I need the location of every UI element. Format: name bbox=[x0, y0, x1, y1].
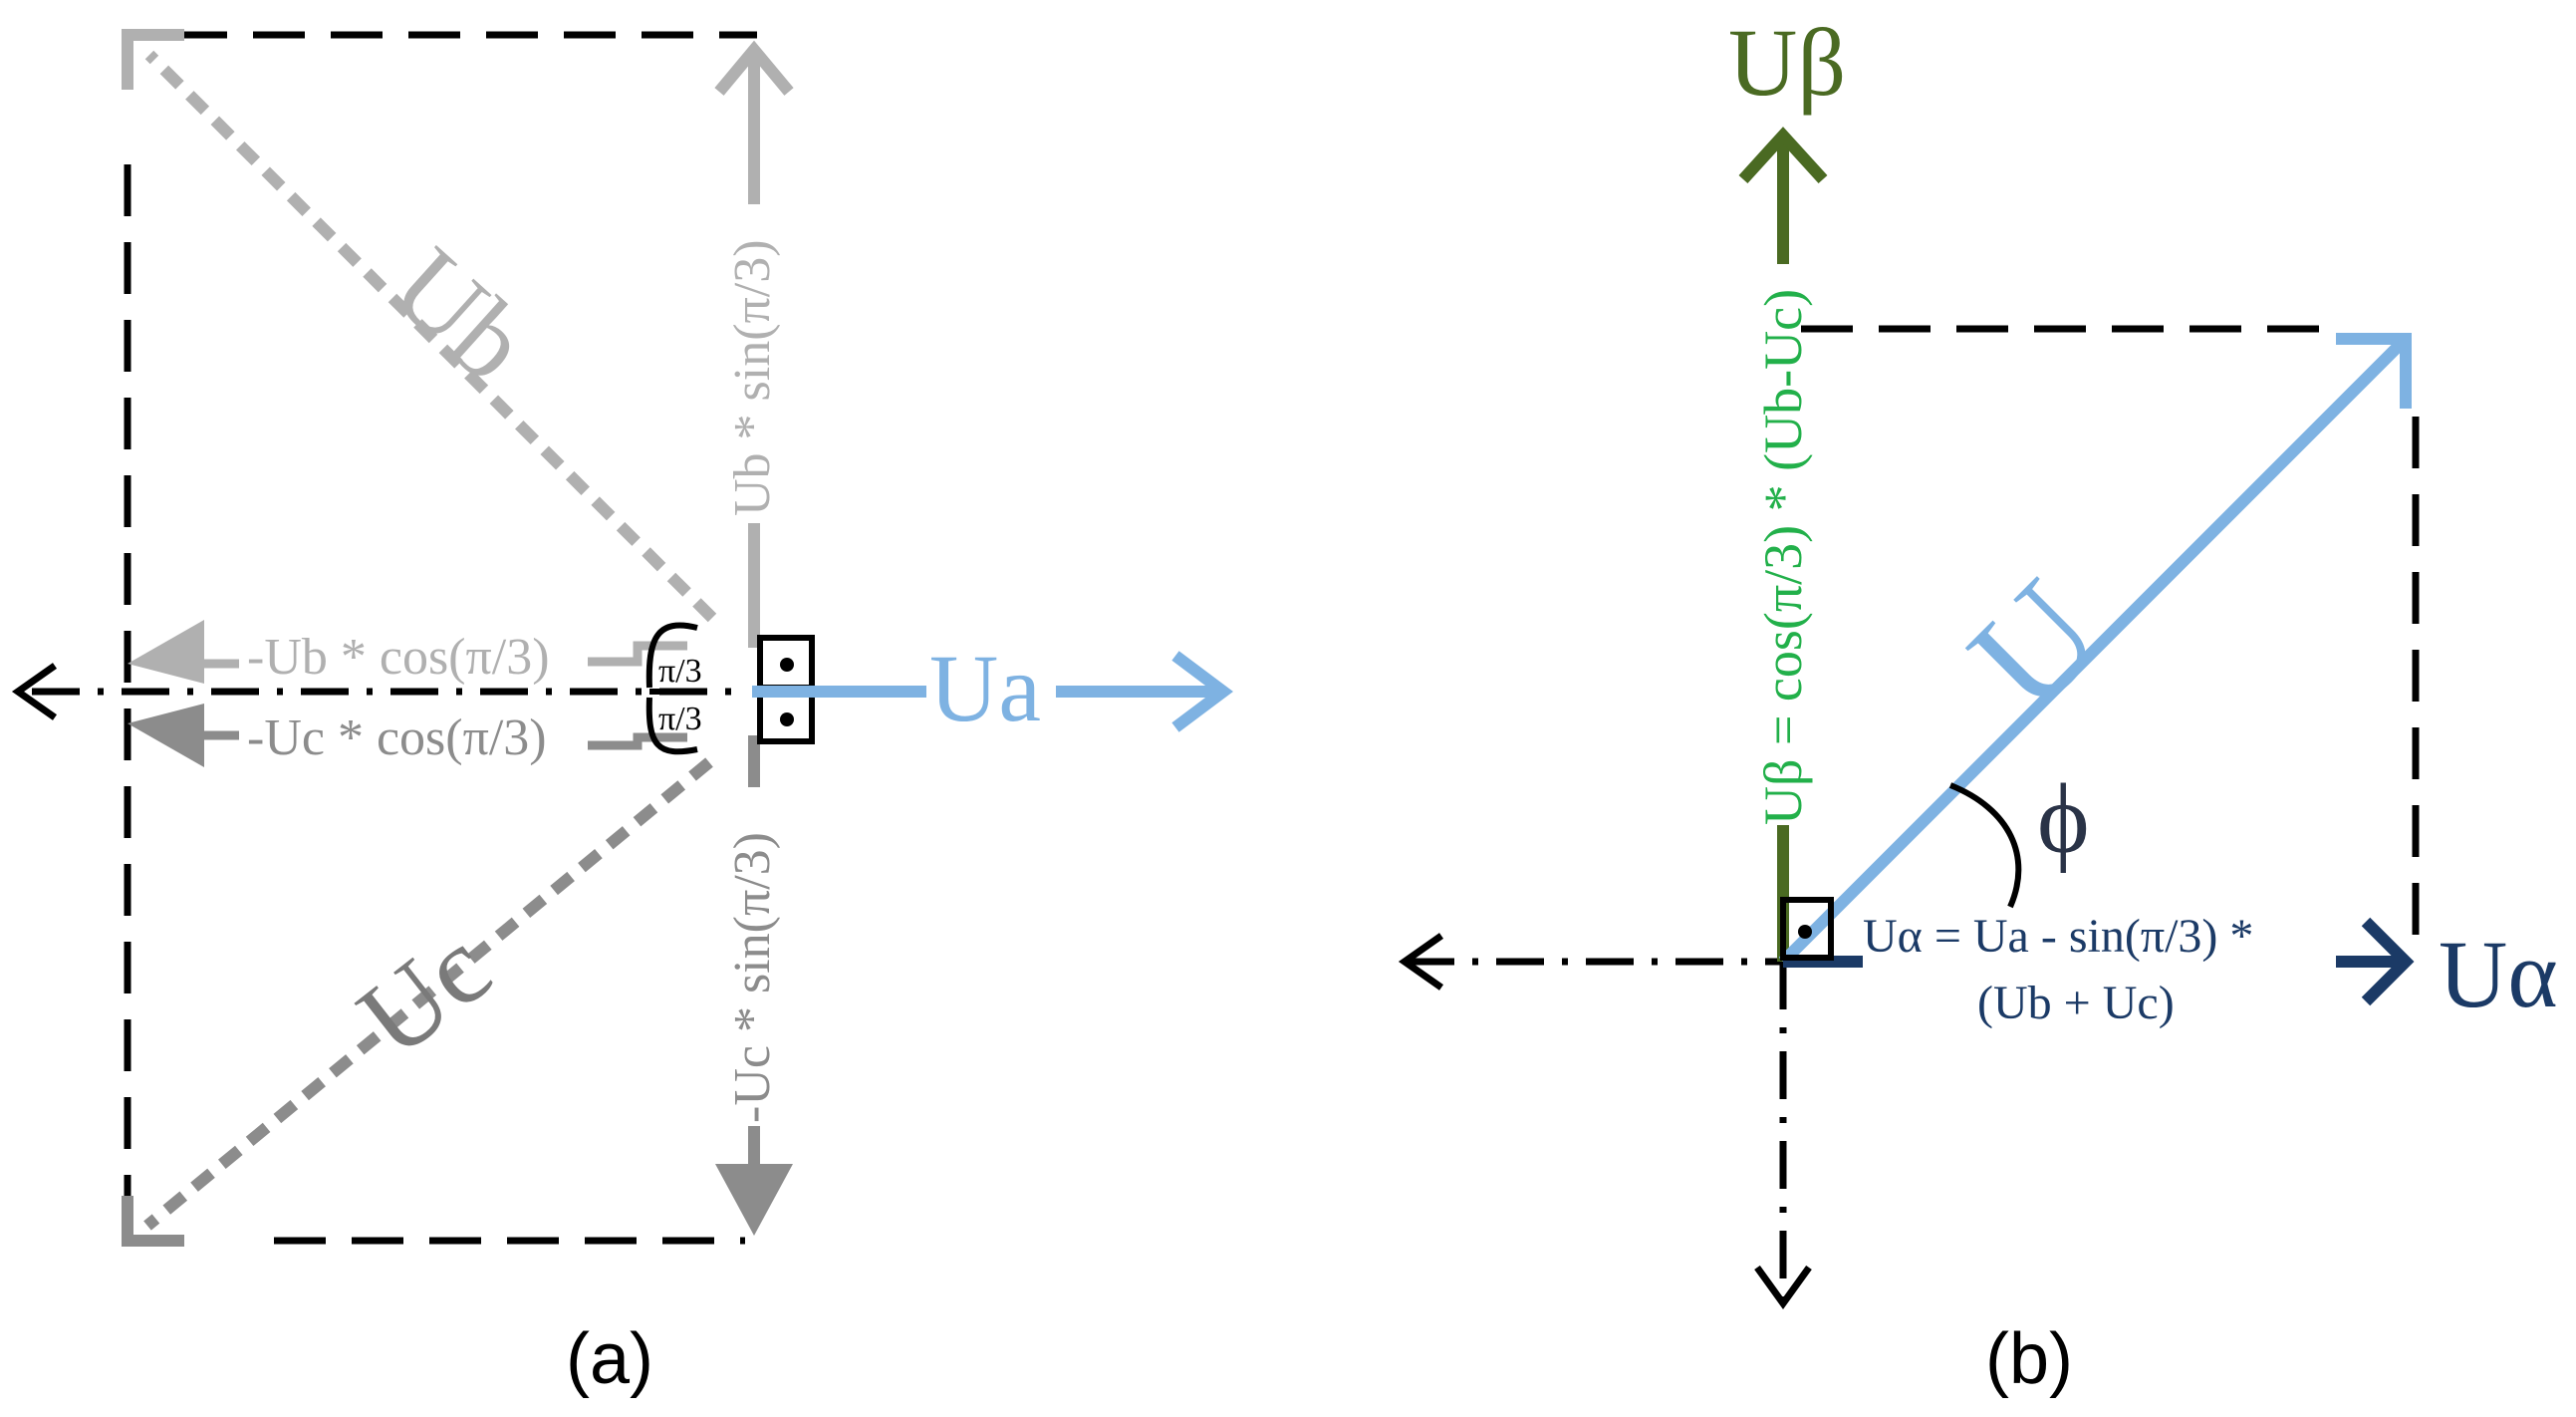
b-label-u-beta: Uβ bbox=[1728, 9, 1846, 116]
a-label-angle-bottom: π/3 bbox=[658, 701, 702, 737]
b-right-angle-marker bbox=[1780, 897, 1834, 961]
a-label-angle-top: π/3 bbox=[658, 653, 702, 690]
b-dashed-rectangle bbox=[1801, 325, 2420, 942]
b-label-u-beta-formula: Uβ = cos(π/3) * (Ub-Uc) bbox=[1753, 289, 1813, 825]
a-uc-sin-vector bbox=[715, 735, 793, 1236]
a-horizontal-axis bbox=[11, 663, 747, 720]
b-u-alpha-vector bbox=[1783, 917, 2415, 1006]
b-horizontal-axis bbox=[1398, 933, 1783, 991]
a-label-ub-sin: Ub * sin(π/3) bbox=[724, 239, 781, 516]
b-u-vector bbox=[1778, 333, 2412, 967]
a-angle-marks bbox=[645, 622, 698, 755]
b-vertical-axis bbox=[1754, 962, 1812, 1309]
a-dashed-rectangle bbox=[124, 31, 757, 1245]
a-cos-projections bbox=[128, 620, 687, 767]
b-label-u-alpha: Uα bbox=[2439, 921, 2558, 1027]
a-ub-sin-vector bbox=[714, 40, 794, 648]
a-caption: (a) bbox=[566, 1319, 653, 1399]
a-label-ub: Ub bbox=[371, 224, 552, 405]
b-caption: (b) bbox=[1985, 1319, 2073, 1399]
a-label-uc-sin: -Uc * sin(π/3) bbox=[724, 832, 781, 1123]
b-label-phi: ϕ bbox=[2037, 763, 2090, 874]
a-label-ua: Ua bbox=[929, 635, 1041, 741]
a-ub-vector bbox=[122, 29, 717, 623]
b-label-u: U bbox=[1938, 549, 2132, 742]
panel-b: Uβ Uβ = cos(π/3) * (Ub-Uc) U ϕ Uα = Ua -… bbox=[1398, 9, 2558, 1399]
panel-a: Ua Ub Uc Ub * sin(π/3) -Uc * sin(π/3) -U… bbox=[11, 29, 1233, 1399]
a-label-uc-cos: -Uc * cos(π/3) bbox=[247, 709, 547, 766]
b-label-u-alpha-formula-2: (Ub + Uc) bbox=[1977, 977, 2175, 1029]
a-ua-vector bbox=[752, 651, 1233, 732]
a-label-ub-cos: -Ub * cos(π/3) bbox=[247, 629, 550, 686]
a-uc-vector bbox=[122, 757, 713, 1247]
b-label-u-alpha-formula-1: Uα = Ua - sin(π/3) * bbox=[1863, 910, 2253, 963]
a-label-uc: Uc bbox=[337, 906, 512, 1080]
b-phi-arc bbox=[1948, 782, 2022, 909]
